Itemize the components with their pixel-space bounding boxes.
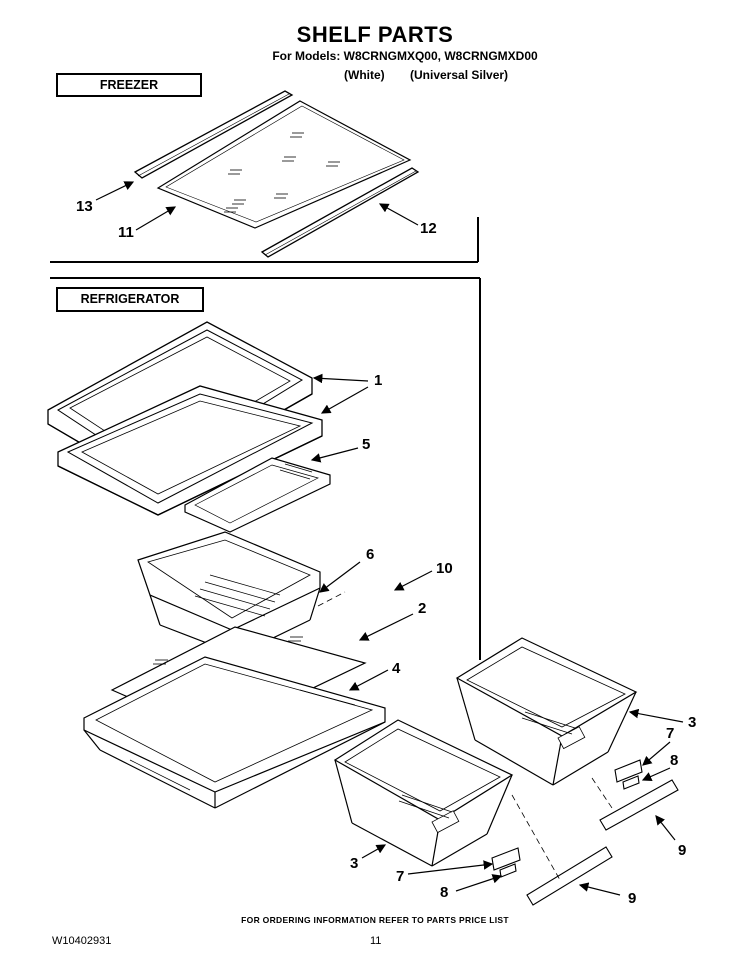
callout-9-right: 9 (678, 842, 687, 859)
freezer-glass-shelf (156, 100, 412, 229)
callout-1: 1 (374, 372, 383, 389)
refrigerator-section-label: REFRIGERATOR (56, 287, 204, 312)
ordering-note: FOR ORDERING INFORMATION REFER TO PARTS … (241, 915, 509, 925)
models-line: For Models: W8CRNGMXQ00, W8CRNGMXD00 (272, 49, 538, 63)
crisper-drawer-left (333, 719, 514, 867)
leader-arrows (95, 181, 684, 896)
callout-3-left: 3 (350, 855, 359, 872)
freezer-section-label: FREEZER (56, 73, 202, 97)
section-dividers (50, 217, 481, 660)
callout-8-left: 8 (440, 884, 449, 901)
callout-2: 2 (418, 600, 427, 617)
callout-11: 11 (118, 224, 134, 241)
crisper-cover-frame (184, 457, 331, 533)
color-silver-label: (Universal Silver) (410, 68, 509, 82)
callout-5: 5 (362, 436, 371, 453)
callout-8-right: 8 (670, 752, 679, 769)
callout-13: 13 (76, 198, 93, 215)
drawer-slides (491, 759, 679, 906)
crisper-cover-bottom (83, 656, 386, 809)
freezer-shelf-trim-13 (133, 90, 294, 179)
callout-6: 6 (366, 546, 375, 563)
callout-3-right: 3 (688, 714, 697, 731)
page-number: 11 (370, 935, 382, 947)
crisper-drawer-right (455, 637, 638, 786)
fridge-shelf-lower (57, 385, 323, 516)
alignment-lines (317, 591, 613, 881)
callout-7-right: 7 (666, 725, 675, 742)
callout-9-left: 9 (628, 890, 637, 907)
callout-10: 10 (436, 560, 453, 577)
callout-4: 4 (392, 660, 401, 677)
callout-7-left: 7 (396, 868, 405, 885)
color-white-label: (White) (344, 68, 385, 82)
page-title: SHELF PARTS (296, 22, 454, 47)
callout-12: 12 (420, 220, 437, 237)
freezer-shelf-trim-12 (260, 167, 420, 258)
deli-drawer (137, 531, 321, 656)
document-number: W10402931 (52, 935, 112, 947)
